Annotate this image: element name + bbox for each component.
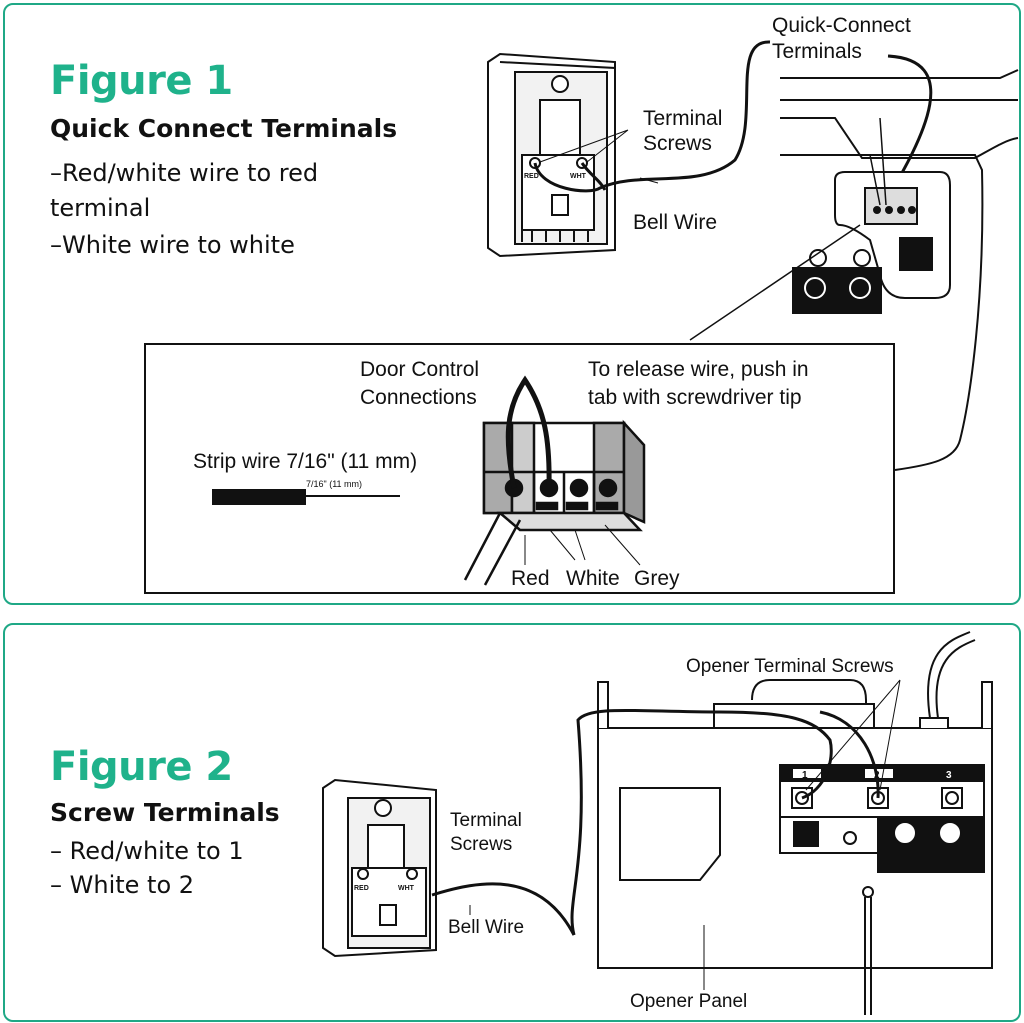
opener-screws-label: Opener Terminal Screws [686, 656, 894, 677]
terminal-number-1: 1 [802, 770, 808, 781]
figure-2-instruction: – Red/white to 1 [50, 837, 244, 865]
wire-color-red: Red [511, 567, 550, 590]
strip-wire-label: Strip wire 7/16" (11 mm) [193, 450, 417, 473]
terminal-screws-label-1-fig2: Terminal [450, 810, 522, 831]
strip-measure-label: 7/16" (11 mm) [306, 479, 362, 489]
terminal-number-2: 2 [874, 770, 880, 781]
door-control-button-fig1 [487, 52, 616, 258]
wht-terminal-label-fig2: WHT [398, 885, 415, 892]
bell-wire-label: Bell Wire [633, 211, 717, 234]
opener-panel-label: Opener Panel [630, 991, 747, 1012]
figure-2-subtitle: Screw Terminals [50, 798, 280, 827]
door-control-button-fig2 [322, 778, 437, 958]
quick-connect-label-1: Quick-Connect [772, 14, 911, 37]
release-label-1: To release wire, push in [588, 358, 809, 381]
door-control-label-2: Connections [360, 386, 477, 409]
figure-2-instruction: – White to 2 [50, 871, 195, 899]
figure-1-instruction: –White wire to white [50, 231, 295, 259]
door-control-label-1: Door Control [360, 358, 479, 381]
wire-insulation [212, 489, 306, 505]
wire-color-grey: Grey [634, 567, 680, 590]
terminal-number-3: 3 [946, 770, 952, 781]
figure-1-subtitle: Quick Connect Terminals [50, 114, 398, 143]
release-label-2: tab with screwdriver tip [588, 386, 802, 409]
figure-2-title: Figure 2 [50, 744, 233, 790]
quick-connect-label-2: Terminals [772, 40, 862, 63]
figure-1-instruction: –Red/white wire to red terminal [50, 159, 319, 222]
opener-panel [431, 631, 993, 1015]
red-terminal-label: RED [524, 173, 539, 180]
bell-wire-label-fig2: Bell Wire [448, 917, 524, 938]
figure-1-title: Figure 1 [50, 58, 233, 104]
wire-color-white: White [566, 567, 620, 590]
opener-head-fig1 [689, 69, 1019, 471]
terminal-block [463, 375, 646, 586]
terminal-screws-label-2-fig2: Screws [450, 834, 512, 855]
terminal-screws-label-2: Screws [643, 132, 712, 155]
red-terminal-label-fig2: RED [354, 885, 369, 892]
terminal-screws-label-1: Terminal [643, 107, 722, 130]
wht-terminal-label: WHT [570, 173, 587, 180]
